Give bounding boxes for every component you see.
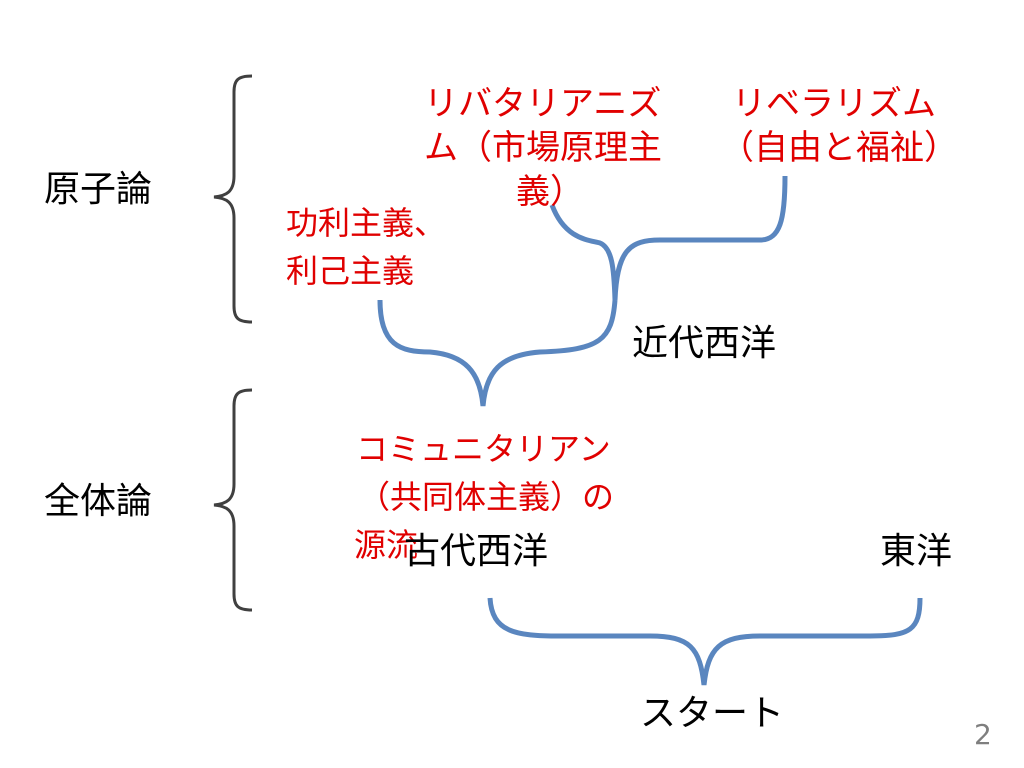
liberalism-line-2: （自由と福祉）: [720, 128, 958, 168]
holism-brace: [213, 388, 253, 612]
libertarianism-line-1: リバタリアニズ: [424, 84, 662, 124]
slide-number: 2: [974, 718, 992, 751]
start-label: スタート: [640, 693, 785, 734]
middle-curve: [377, 299, 618, 407]
east-label: 東洋: [880, 531, 953, 572]
upper-curve: [549, 175, 788, 301]
ancient-west-label: 古代西洋: [404, 531, 549, 572]
utilitarianism-line-1: 功利主義、: [286, 204, 447, 242]
modern-west-label: 近代西洋: [632, 323, 777, 364]
holism-label: 全体論: [44, 481, 153, 522]
atomism-brace: [213, 74, 253, 324]
liberalism-line-1: リベラリズム: [732, 84, 936, 124]
communitarian-line-1: コミュニタリアン: [356, 430, 611, 468]
libertarianism-line-3: 義）: [516, 172, 584, 212]
communitarian-line-2: （共同体主義）の: [358, 478, 615, 516]
communitarian-line-3: 源流: [354, 526, 419, 564]
libertarianism-line-2: ム（市場原理主: [424, 128, 662, 168]
lower-curve: [487, 597, 923, 686]
utilitarianism-line-2: 利己主義: [286, 252, 415, 290]
atomism-label: 原子論: [44, 169, 153, 210]
